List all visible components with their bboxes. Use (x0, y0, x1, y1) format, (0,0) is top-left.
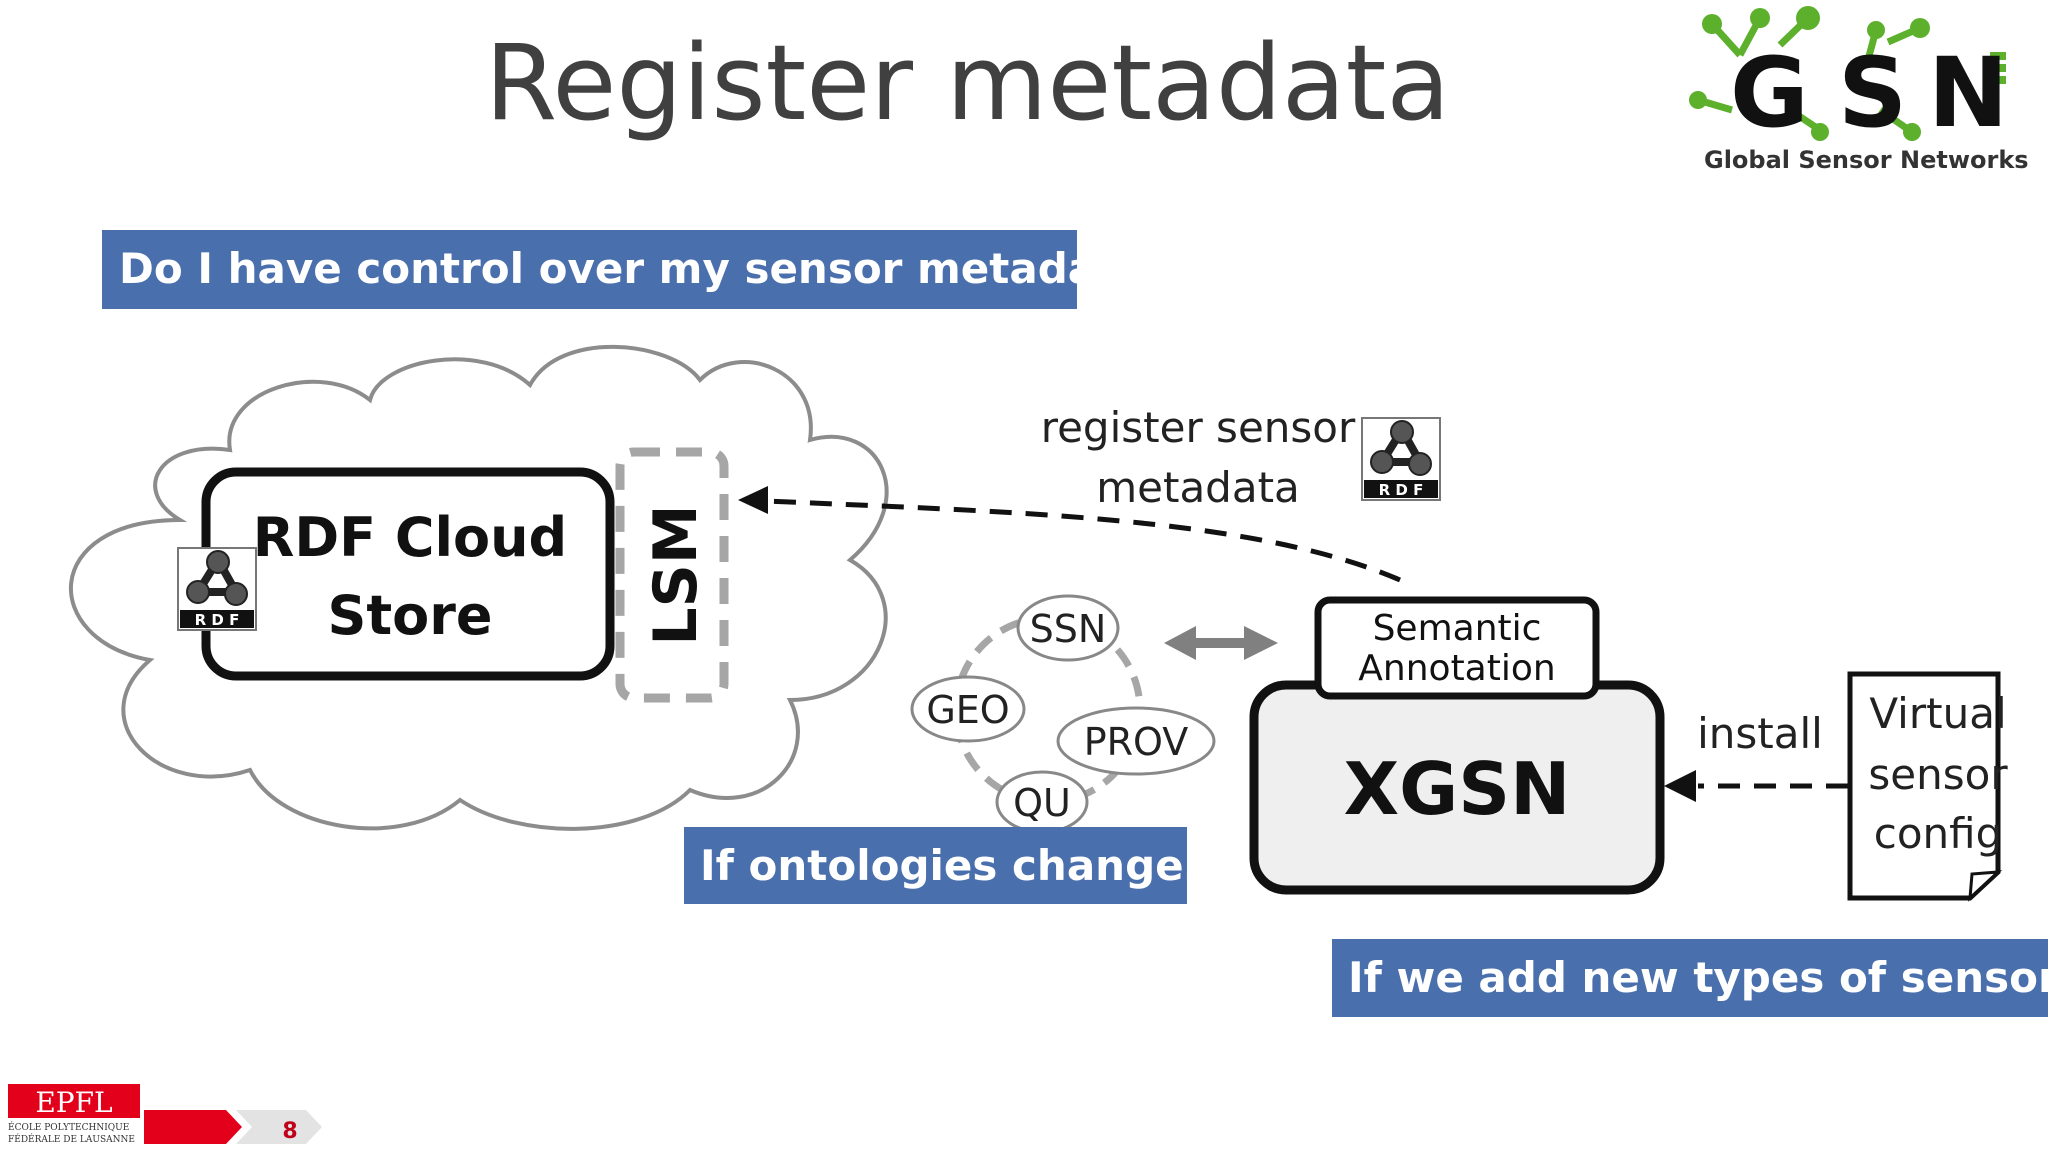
rdf-icon-store: R D F (178, 548, 256, 630)
callout-metadata-control: Do I have control over my sensor metadat… (102, 230, 1169, 309)
epfl-subtitle-2: FÉDÉRALE DE LAUSANNE (8, 1133, 135, 1145)
rdf-icon-register-label: R D F (1379, 481, 1424, 499)
epfl-footer: EPFL ÉCOLE POLYTECHNIQUE FÉDÉRALE DE LAU… (8, 1084, 322, 1145)
install-arrowhead (1664, 770, 1696, 802)
lsm-label: LSM (641, 504, 711, 645)
logo-letter-n: N (1928, 37, 2008, 149)
ontology-ssn: SSN (1016, 594, 1120, 662)
semantic-label-line1: Semantic (1373, 608, 1542, 649)
register-label-line2: metadata (1096, 463, 1300, 512)
logo-letter-g: G (1730, 37, 1809, 149)
epfl-logo-text: EPFL (35, 1086, 112, 1119)
ontology-ssn-label: SSN (1030, 607, 1107, 651)
rdf-icon-store-label: R D F (195, 611, 240, 629)
callout-new-sensor-types: If we add new types of sensors? (1332, 939, 2048, 1017)
page-number: 8 (282, 1119, 297, 1144)
gsn-logo: G S N Global Sensor Networks (1689, 6, 2029, 174)
register-label-line1: register sensor (1041, 403, 1356, 452)
xgsn-label: XGSN (1344, 747, 1571, 831)
semantic-label-line2: Annotation (1358, 648, 1555, 689)
vs-label-line2: sensor (1868, 750, 2008, 799)
callout-ontologies-change: If ontologies change… (684, 827, 1226, 904)
install-label: install (1697, 709, 1823, 758)
store-label-line1: RDF Cloud (253, 506, 567, 569)
epfl-logo-block (8, 1084, 140, 1118)
ontology-prov-label: PROV (1084, 720, 1189, 764)
vs-label-line3: config (1874, 809, 2003, 858)
lsm-box (615, 447, 729, 703)
register-arrow (744, 497, 1401, 583)
ontology-qu-label: QU (1013, 781, 1071, 825)
register-arrowhead (738, 486, 768, 514)
epfl-red-chevron (144, 1110, 242, 1144)
rdf-icon-register: R D F (1362, 418, 1440, 500)
semantic-annotation-box (1314, 596, 1600, 700)
logo-letter-s: S (1838, 37, 1907, 149)
page-number-chevron (236, 1110, 322, 1144)
bidirectional-arrow (1164, 626, 1278, 660)
logo-tagline: Global Sensor Networks (1704, 146, 2029, 174)
ontology-geo-label: GEO (926, 688, 1009, 732)
store-label-line2: Store (327, 584, 492, 647)
vs-label-line1: Virtual (1869, 689, 2006, 738)
slide-title: Register metadata (484, 22, 1451, 144)
doc-folded-corner (1968, 870, 2003, 902)
ontology-prov: PROV (1056, 706, 1216, 776)
ontology-geo: GEO (910, 675, 1026, 743)
epfl-subtitle-1: ÉCOLE POLYTECHNIQUE (8, 1121, 129, 1133)
ontology-qu: QU (995, 770, 1089, 834)
